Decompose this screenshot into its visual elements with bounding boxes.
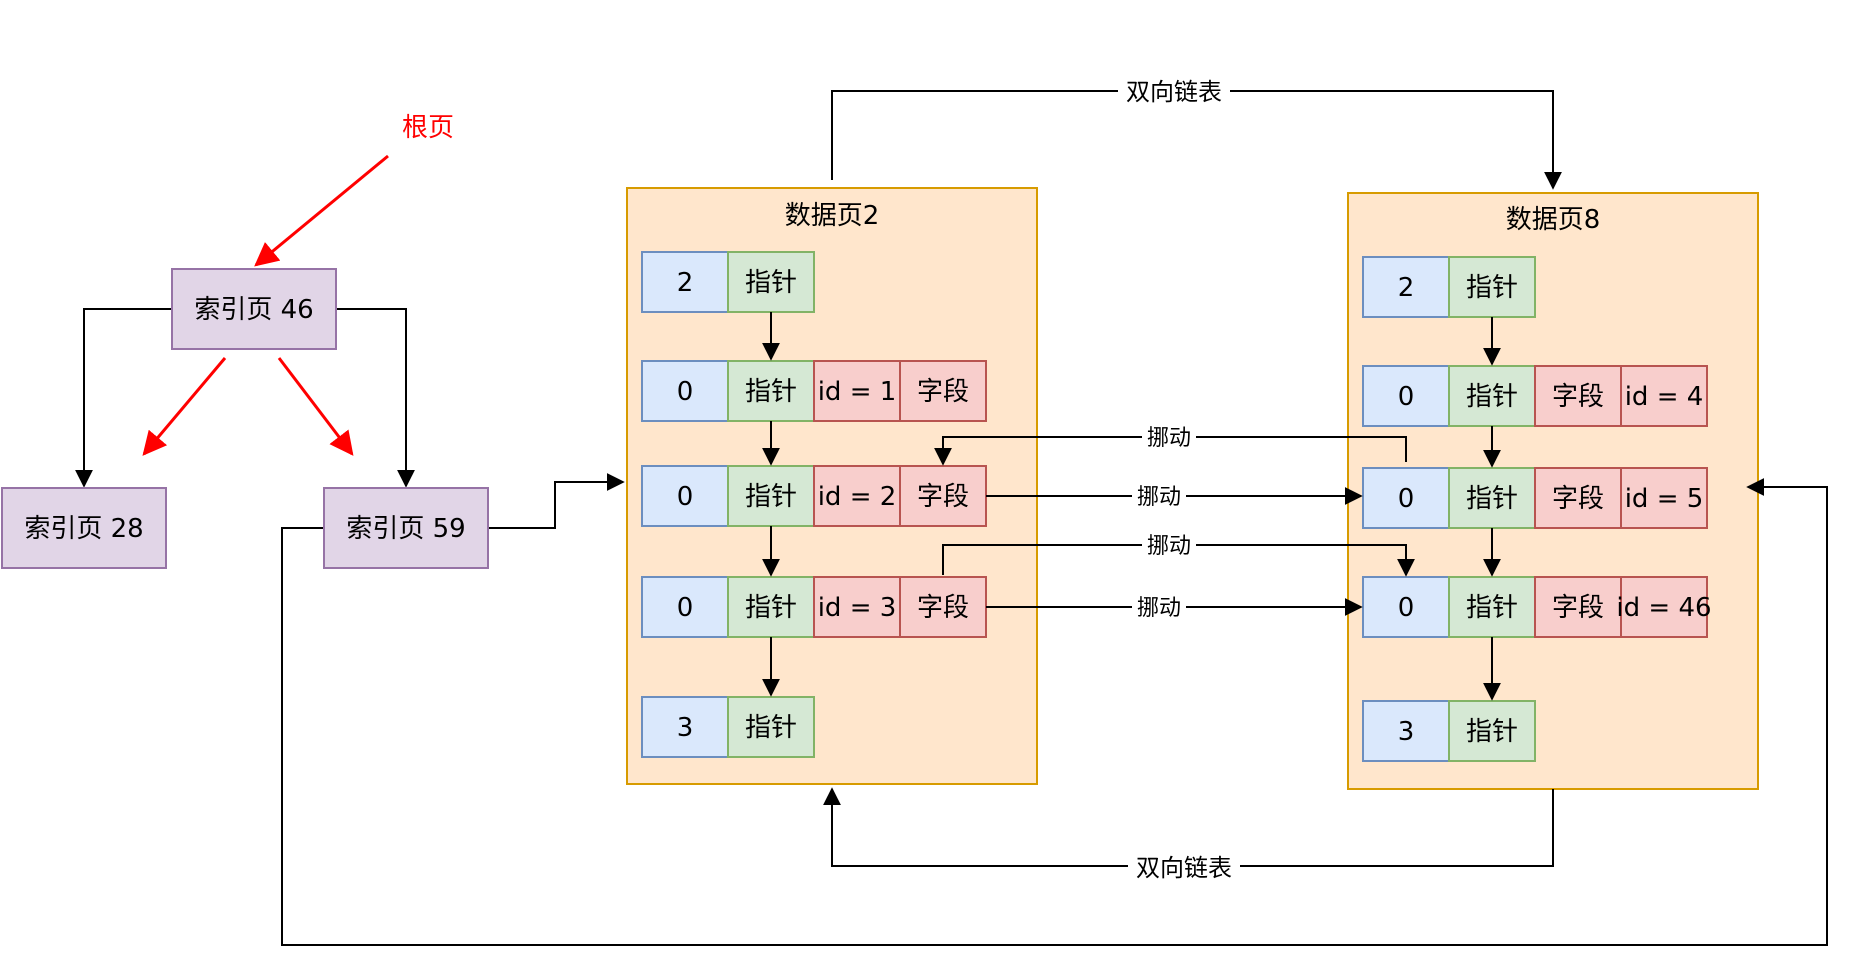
edge-59-to-page8: [281, 478, 1828, 946]
record-num: 0: [677, 482, 694, 512]
edge-59-to-page2: [488, 473, 625, 529]
field-label: 字段: [1552, 593, 1604, 623]
pointer-label: 指针: [745, 268, 797, 298]
pointer-label: 指针: [745, 377, 797, 407]
field-label: 字段: [1552, 382, 1604, 412]
record-num-cell: [1362, 365, 1450, 427]
move-label-3: 挪动: [1147, 534, 1191, 559]
pointer-label: 指针: [1466, 273, 1518, 303]
record-num-cell: [641, 360, 729, 422]
pointer-label: 指针: [1466, 593, 1518, 623]
field-label: 字段: [917, 593, 969, 623]
pointer-label: 指针: [745, 482, 797, 512]
record-num: 3: [677, 713, 694, 743]
record-num: 0: [1398, 382, 1415, 412]
record-num-cell: [1362, 700, 1450, 762]
record-num: 0: [677, 377, 694, 407]
record-num-cell: [1362, 256, 1450, 318]
field-cell: [899, 465, 987, 527]
record-num: 2: [1398, 273, 1415, 303]
pointer-label: 指针: [1466, 717, 1518, 747]
id-label: id = 1: [818, 377, 897, 407]
data-page-8-rows: 2 指针 0 指针 字段 id = 4 0 指针 字段 id = 5 0 指针 …: [1362, 256, 1712, 762]
id-cell: [1620, 576, 1708, 638]
index-tree-edges: [75, 308, 1828, 946]
id-cell: [1620, 467, 1708, 529]
data-page-2-rows: 2 指针 0 指针 id = 1 字段 0 指针 id = 2 字段 0 指针 …: [641, 251, 987, 758]
record-num: 0: [1398, 484, 1415, 514]
record-num: 2: [677, 268, 694, 298]
record-num-cell: [1362, 576, 1450, 638]
field-cell: [899, 576, 987, 638]
bottom-link-label: 双向链表: [1136, 854, 1232, 882]
index-page-28-label: 索引页 28: [24, 514, 143, 544]
root-label: 根页: [402, 113, 454, 143]
record-num-cell: [641, 576, 729, 638]
pointer-label: 指针: [1466, 382, 1518, 412]
record-num: 0: [677, 593, 694, 623]
pointer-cell: [727, 251, 815, 313]
record-num-cell: [641, 251, 729, 313]
root-pointer-arrow: [254, 154, 389, 267]
index-page-46-label: 索引页 46: [194, 295, 313, 325]
search-path-arrow-left: [142, 357, 227, 456]
top-link-label: 双向链表: [1126, 78, 1222, 106]
id-label: id = 2: [818, 482, 897, 512]
id-label: id = 5: [1625, 484, 1704, 514]
id-label: id = 4: [1625, 382, 1704, 412]
record-num: 0: [1398, 593, 1415, 623]
pointer-label: 指针: [745, 593, 797, 623]
move-label-4: 挪动: [1137, 596, 1181, 621]
index-page-28[interactable]: [1, 487, 167, 569]
move-label-2: 挪动: [1137, 485, 1181, 510]
id-cell: [1620, 365, 1708, 427]
field-label: 字段: [917, 377, 969, 407]
index-page-46[interactable]: [171, 268, 337, 350]
index-page-59[interactable]: [323, 487, 489, 569]
record-num: 3: [1398, 717, 1415, 747]
pointer-cell: [727, 360, 815, 422]
id-label: id = 3: [818, 593, 897, 623]
record-num-cell: [1362, 467, 1450, 529]
pointer-cell: [1448, 700, 1536, 762]
id-cell: [813, 465, 901, 527]
pointer-cell: [1448, 576, 1536, 638]
field-cell: [899, 360, 987, 422]
index-page-59-label: 索引页 59: [346, 514, 465, 544]
data-page-2-title: 数据页2: [785, 201, 880, 231]
search-path-arrow-right: [277, 357, 354, 456]
pointer-label: 指针: [745, 713, 797, 743]
pointer-label: 指针: [1466, 484, 1518, 514]
move-label-1: 挪动: [1147, 426, 1191, 451]
field-label: 字段: [917, 482, 969, 512]
edge-46-to-28: [75, 308, 172, 488]
pointer-cell: [727, 696, 815, 758]
edge-46-to-59: [336, 308, 415, 488]
id-label: id = 46: [1616, 593, 1711, 623]
root-arrows: [142, 154, 389, 456]
data-page-8-title: 数据页8: [1506, 205, 1601, 235]
field-label: 字段: [1552, 484, 1604, 514]
